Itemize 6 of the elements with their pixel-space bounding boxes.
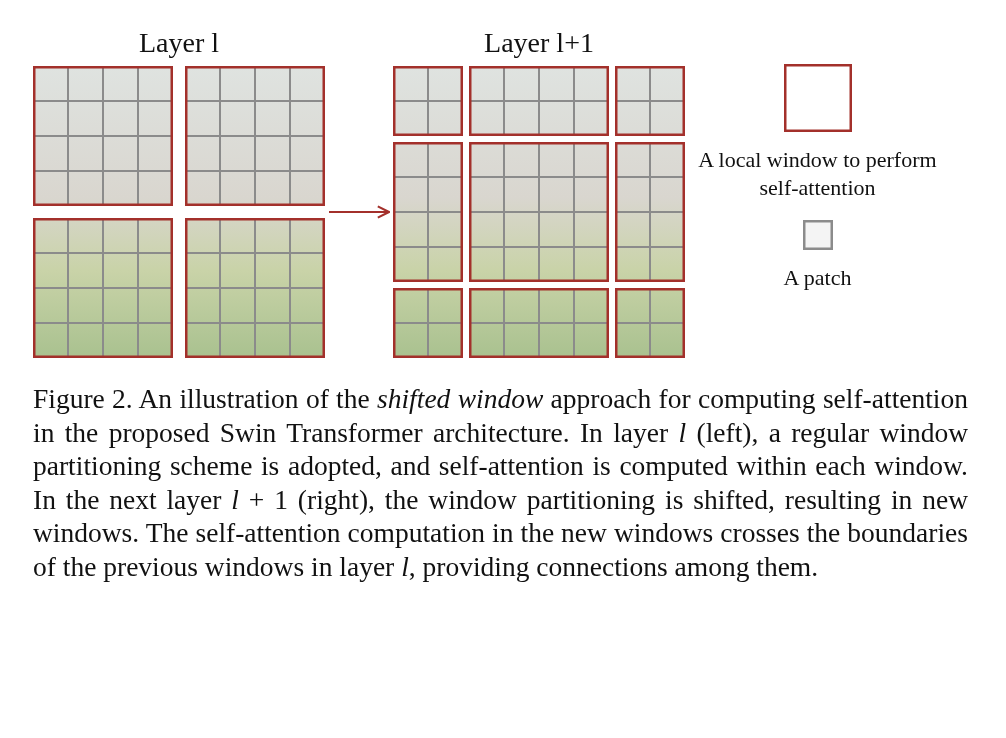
layer-title: Layer l <box>138 28 220 58</box>
figure-caption: Figure 2. An illustration of the shifted window approach for computing self-attention in the proposed Swin Transformer architecture. In layer l (left), a regular window partitioning scheme is adopted, and self-attention is computed within each window. In the next layer l + 1 (right), the window partitioning is shifted, resulting in new windows. The self-attention computation in the new windows crosses the boundaries of the previous windows in layer l, providing connections among them. <box>33 382 968 583</box>
legend-text: A local window to perform self-attention <box>697 146 938 202</box>
layer-title: Layer l+1 <box>484 28 594 58</box>
legend-text: A patch <box>782 264 853 292</box>
arrow <box>328 205 391 219</box>
